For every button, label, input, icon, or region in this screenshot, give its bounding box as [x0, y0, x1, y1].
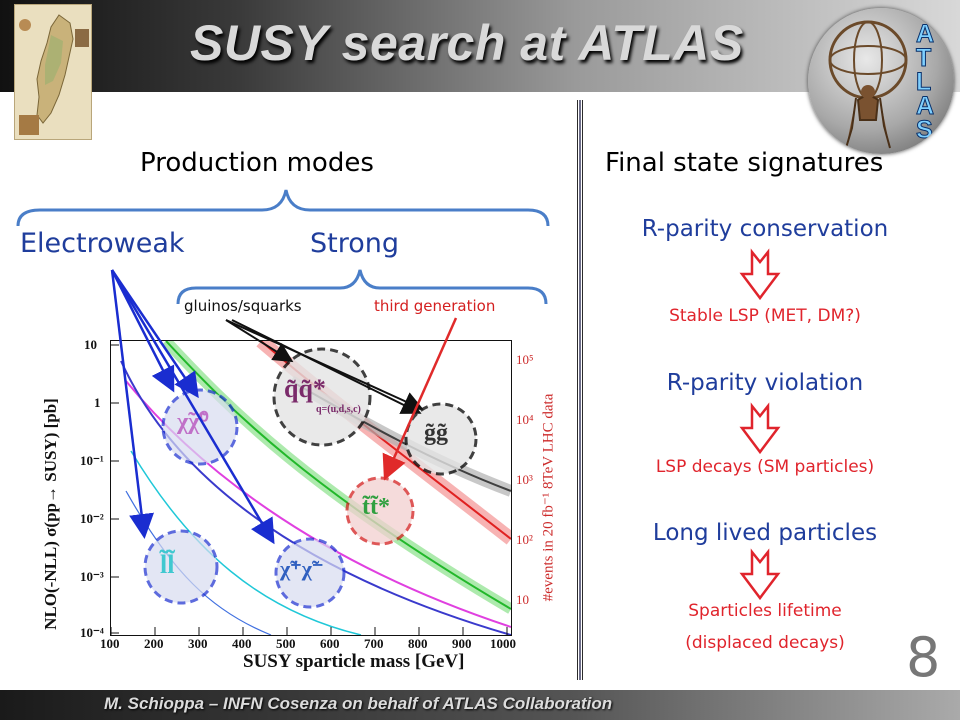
r-parity-violation-title: R-parity violation: [666, 370, 864, 396]
stable-lsp-result: Stable LSP (MET, DM?): [669, 306, 861, 326]
footer-author-text: M. Schioppa – INFN Cosenza on behalf of …: [104, 694, 613, 713]
right-axis-tick: 10³: [516, 472, 533, 487]
third-generation-label: third generation: [374, 297, 496, 315]
x-tick-label: 300: [188, 636, 208, 651]
atlas-letter: A: [915, 92, 935, 121]
slide-title: SUSY search at ATLAS: [190, 15, 744, 71]
right-axis-tick: 10⁵: [516, 352, 534, 367]
y-tick-label: 10⁻¹: [80, 453, 104, 468]
plot-y-axis-label-box: NLO(-NLL) σ(pp→ SUSY) [pb]: [38, 392, 60, 642]
plot-right-axis-label: #events in 20 fb⁻¹ 8TeV LHC data: [540, 393, 557, 602]
stop-circle-label: t̃t̃*: [362, 494, 390, 520]
y-tick-label: 1: [94, 395, 101, 410]
right-axis-tick: 10⁴: [516, 412, 534, 427]
x-tick-label: 100: [100, 636, 120, 651]
atlas-letter: T: [915, 44, 932, 73]
gluinos-squarks-label: gluinos/squarks: [184, 297, 302, 315]
plot-x-axis-label: SUSY sparticle mass [GeV]: [243, 651, 465, 672]
plot-right-axis-label-box: #events in 20 fb⁻¹ 8TeV LHC data: [532, 360, 558, 640]
y-tick-label: 10⁻³: [80, 569, 104, 584]
x-tick-label: 1000: [490, 636, 516, 651]
x-tick-label: 200: [144, 636, 164, 651]
squark-flavour-label: q=(u,d,s,c): [316, 404, 361, 415]
x-tick-label: 700: [364, 636, 384, 651]
x-tick-label: 600: [320, 636, 340, 651]
right-axis-tick: 10: [516, 592, 529, 607]
x-tick-label: 800: [408, 636, 428, 651]
chargino-circle-label: χ̃⁺χ̃⁻: [280, 556, 324, 581]
final-state-heading: Final state signatures: [605, 148, 884, 178]
page-number: 8: [906, 626, 941, 689]
atlas-letter: S: [916, 116, 934, 145]
displaced-decays-result: (displaced decays): [685, 633, 845, 653]
electroweak-label: Electroweak: [20, 228, 185, 259]
x-tick-label: 900: [452, 636, 472, 651]
production-modes-heading: Production modes: [140, 148, 374, 178]
right-axis-tick: 10²: [516, 532, 533, 547]
madagascar-map-image: [14, 4, 92, 140]
strong-label: Strong: [310, 228, 400, 259]
long-lived-particles-title: Long lived particles: [652, 520, 878, 546]
footer-bar: [0, 690, 960, 720]
slepton-circle-label: l̃l̃: [160, 550, 175, 579]
atlas-letter: L: [915, 68, 932, 97]
r-parity-conservation-title: R-parity conservation: [641, 216, 889, 242]
y-tick-label: 10⁻⁴: [80, 625, 104, 640]
plot-y-axis-label: NLO(-NLL) σ(pp→ SUSY) [pb]: [41, 398, 60, 630]
gluino-circle-label: g̃g̃: [424, 420, 448, 446]
title-bar: [0, 0, 960, 92]
y-tick-label: 10⁻²: [80, 511, 104, 526]
lsp-decays-result: LSP decays (SM particles): [655, 457, 875, 477]
atlas-logo: A T L A S: [808, 8, 954, 154]
x-tick-label: 500: [276, 636, 296, 651]
atlas-letter: A: [915, 20, 935, 49]
column-divider: [577, 100, 583, 680]
neutralino-circle-label: χ̃χ̃⁰: [177, 409, 209, 435]
x-tick-label: 400: [232, 636, 252, 651]
y-tick-label: 10: [84, 337, 97, 352]
sparticles-lifetime-result: Sparticles lifetime: [688, 601, 842, 621]
squark-circle-label: q̃q̃*: [284, 374, 326, 403]
